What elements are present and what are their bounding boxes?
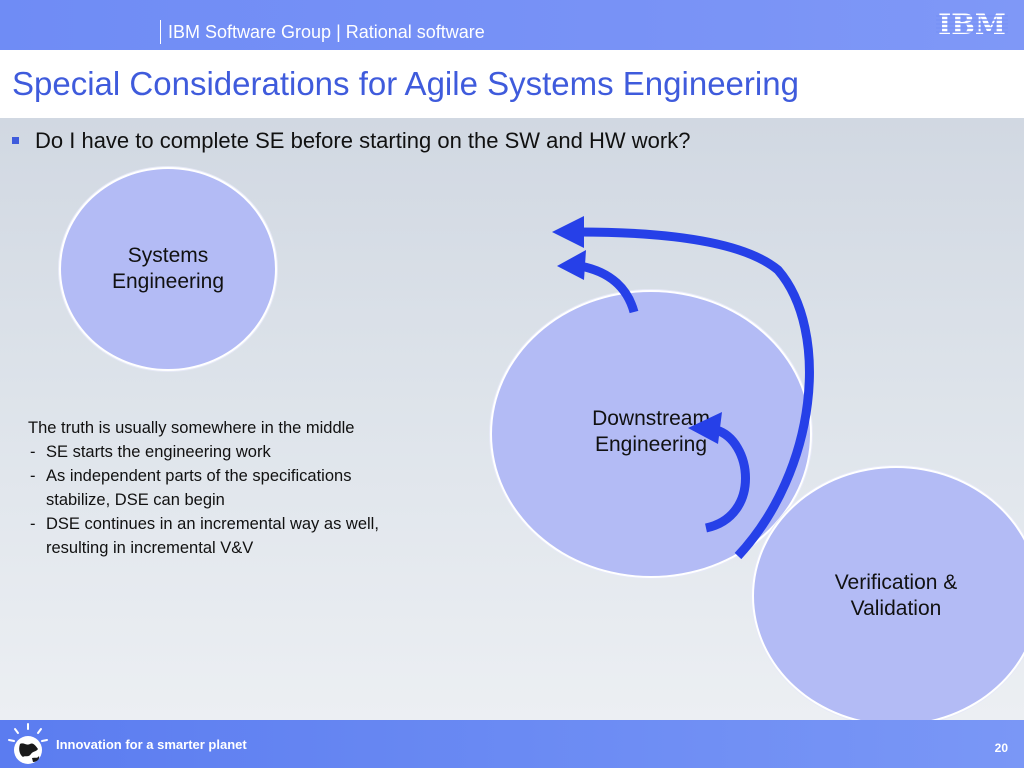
- downstream-engineering-circle: Downstream Engineering: [490, 290, 812, 578]
- list-item: SE starts the engineering work: [28, 440, 388, 464]
- page-number: 20: [994, 741, 1008, 755]
- notes-text: The truth is usually somewhere in the mi…: [28, 416, 388, 560]
- footer-bar: [0, 720, 1024, 768]
- footer-tagline: Innovation for a smarter planet: [56, 737, 247, 752]
- title-area: [0, 50, 1024, 118]
- systems-engineering-label: Systems Engineering: [111, 244, 225, 293]
- ibm-logo-icon: IBM: [936, 10, 1008, 40]
- header-group-text: IBM Software Group | Rational software: [168, 22, 485, 42]
- top-bar: IBM Software Group | Rational software I…: [0, 0, 1024, 50]
- verification-validation-label: Verification & Validation: [834, 571, 958, 620]
- notes-list: SE starts the engineering work As indepe…: [28, 440, 388, 560]
- header-divider: [160, 20, 161, 44]
- verification-validation-circle: Verification & Validation: [752, 466, 1024, 726]
- list-item: DSE continues in an incremental way as w…: [28, 512, 388, 560]
- downstream-engineering-label: Downstream Engineering: [592, 407, 710, 456]
- bullet-square-icon: [12, 137, 19, 144]
- ibm-logo-text: IBM: [938, 10, 1006, 40]
- notes-intro: The truth is usually somewhere in the mi…: [28, 419, 355, 437]
- globe-icon: [8, 723, 48, 764]
- bullet-item: Do I have to complete SE before starting…: [12, 128, 690, 154]
- list-item: As independent parts of the specificatio…: [28, 464, 388, 512]
- page-title: Special Considerations for Agile Systems…: [12, 65, 799, 102]
- bullet-text: Do I have to complete SE before starting…: [35, 128, 691, 153]
- systems-engineering-circle: Systems Engineering: [59, 167, 277, 371]
